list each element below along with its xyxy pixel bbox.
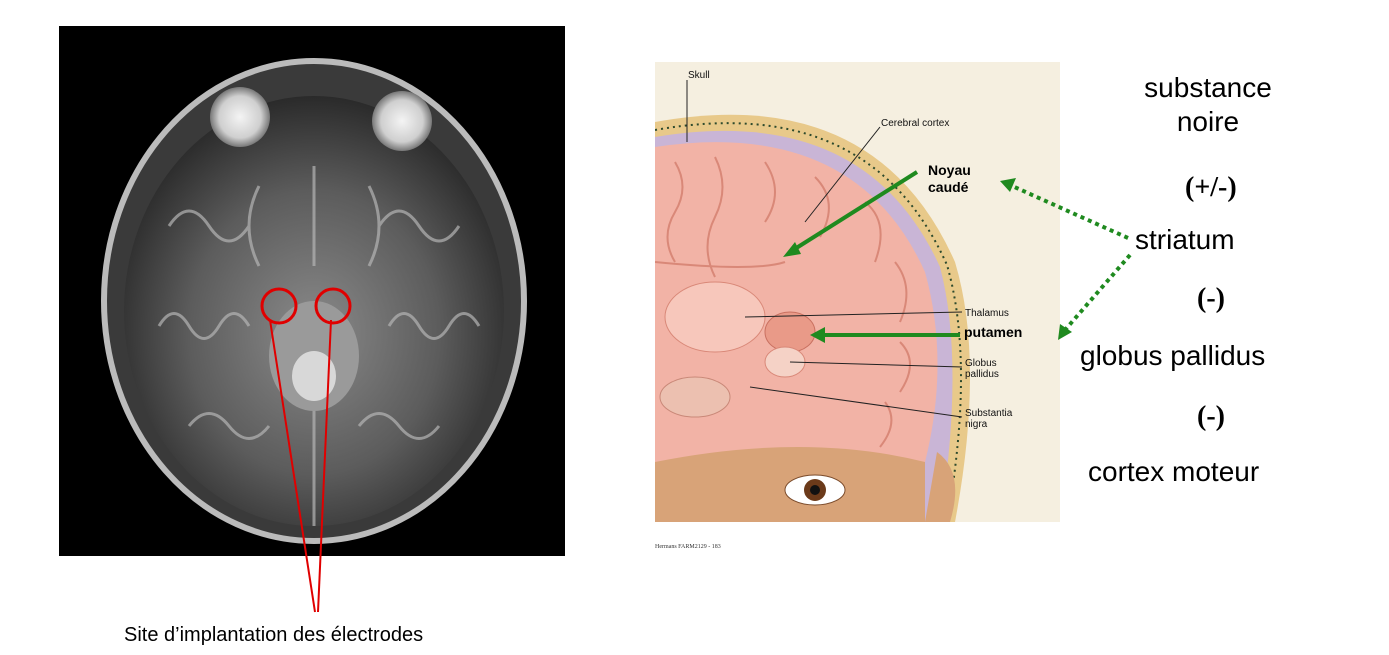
sign-plus-minus: (+/-) <box>1185 172 1237 204</box>
striatum-label: striatum <box>1135 224 1235 256</box>
substance-noire-label: substance noire <box>1113 72 1303 138</box>
electrode-caption: Site d’implantation des électrodes <box>124 624 423 647</box>
sign-minus-2: (-) <box>1197 401 1225 433</box>
cortex-moteur-label: cortex moteur <box>1088 456 1259 488</box>
sign-minus-1: (-) <box>1197 283 1225 315</box>
globus-pallidus-pathway-label: globus pallidus <box>1080 340 1265 372</box>
dotted-arrow-to-noyau <box>1010 185 1128 238</box>
dotted-arrow-to-putamen <box>1065 255 1130 330</box>
